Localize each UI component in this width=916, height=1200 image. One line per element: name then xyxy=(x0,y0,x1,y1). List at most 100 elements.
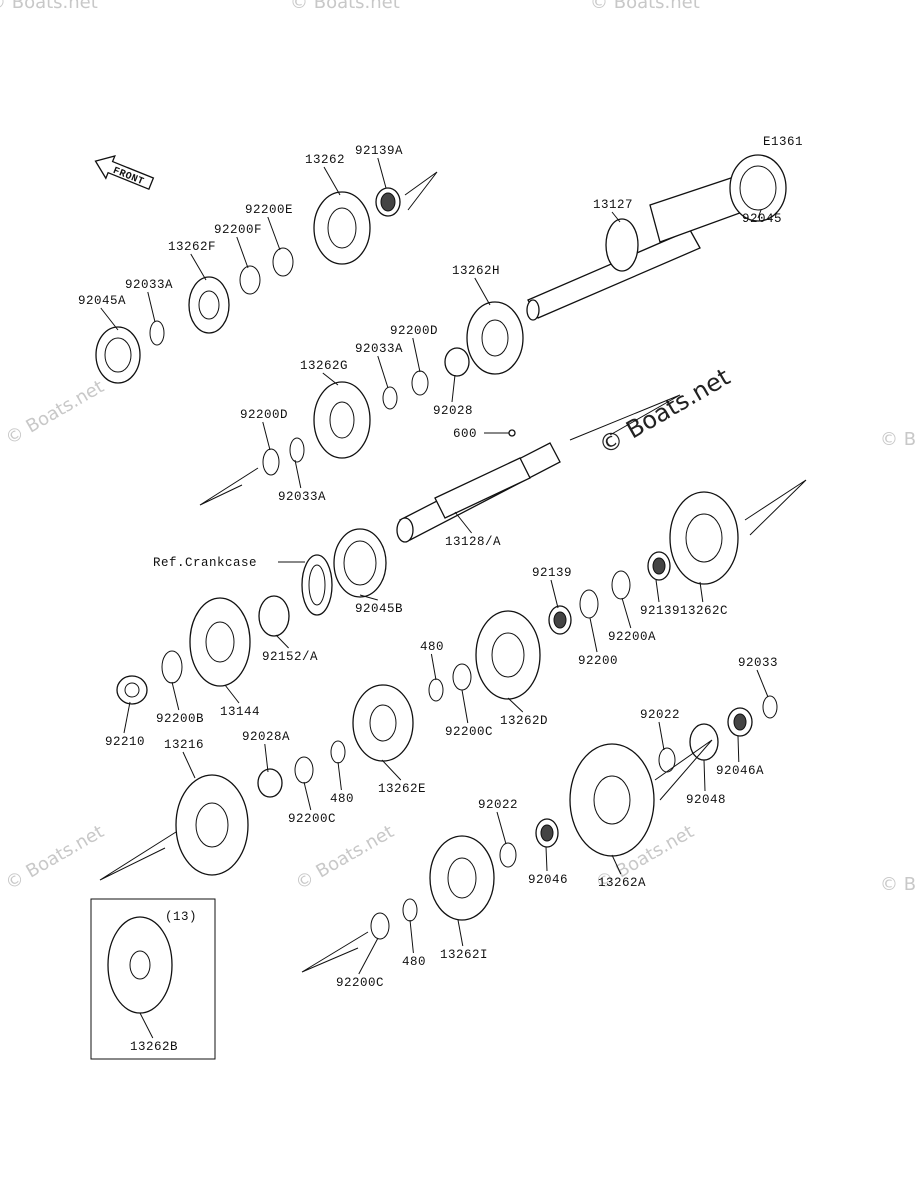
part-label-13144: 13144 xyxy=(220,705,260,719)
axis-line-left xyxy=(99,831,177,881)
leader-line xyxy=(100,307,119,331)
washer-92200D-lower xyxy=(262,448,280,476)
leader-line xyxy=(224,684,240,704)
bearing-92045A xyxy=(95,326,141,384)
part-label-92139a: 92139A xyxy=(355,144,403,158)
circlip-480-mid xyxy=(330,740,346,764)
svg-text:© Boats.net: © Boats.net xyxy=(590,0,700,13)
part-label-92048: 92048 xyxy=(686,793,726,807)
axis-line-shaft xyxy=(569,394,681,441)
washer-92200C-upper xyxy=(452,663,472,691)
leader-line xyxy=(275,634,289,649)
part-label-92200f: 92200F xyxy=(214,223,262,237)
leader-line xyxy=(323,166,341,196)
part-label-92028: 92028 xyxy=(433,404,473,418)
leader-line xyxy=(451,374,456,403)
part-label-92139: 92139 xyxy=(640,604,680,618)
leader-line xyxy=(409,919,414,954)
part-label-92200e: 92200E xyxy=(245,203,293,217)
gear-13262C xyxy=(669,491,739,585)
leader-line xyxy=(461,689,469,724)
leader-line xyxy=(545,846,548,872)
svg-text:© Boats.net: © Boats.net xyxy=(0,0,98,13)
leader-line xyxy=(496,811,507,845)
part-label-13216: 13216 xyxy=(164,738,204,752)
leader-line xyxy=(236,236,249,269)
leader-line xyxy=(294,459,302,489)
sprocket-13144 xyxy=(189,597,251,687)
leader-line xyxy=(262,421,271,451)
gear-13262D xyxy=(475,610,541,700)
washer-92200C-lower xyxy=(370,912,390,940)
leader-line xyxy=(190,253,207,281)
leader-line xyxy=(377,355,389,389)
leader-line xyxy=(147,291,156,323)
bearing-92139-left xyxy=(548,605,572,635)
part-label-13262f: 13262F xyxy=(168,240,216,254)
part-label-92046: 92046 xyxy=(528,873,568,887)
ref-crankcase-note: Ref.Crankcase xyxy=(153,556,257,570)
part-label-92022: 92022 xyxy=(478,798,518,812)
leader-line xyxy=(303,781,312,811)
part-label-13262i: 13262I xyxy=(440,948,488,962)
washer-92022-right xyxy=(658,747,676,773)
gear-13262B xyxy=(107,916,173,1014)
axis-line-lower-right xyxy=(654,739,713,801)
part-label-480: 480 xyxy=(402,955,426,969)
part-label-13262: 13262 xyxy=(305,153,345,167)
shaft-13128A xyxy=(396,442,561,543)
leader-line xyxy=(381,759,402,781)
svg-text:© Boats.net: © Boats.net xyxy=(880,874,916,895)
leader-line xyxy=(699,581,704,603)
part-label-13262a: 13262A xyxy=(598,876,646,890)
circlip-92033A-low xyxy=(289,437,305,463)
leader-line xyxy=(621,597,632,629)
part-label-13128a: 13128/A xyxy=(445,535,501,549)
leader-line xyxy=(589,617,598,653)
leader-line xyxy=(123,701,131,734)
part-label-92028a: 92028A xyxy=(242,730,290,744)
part-label-92046a: 92046A xyxy=(716,764,764,778)
leader-line xyxy=(658,721,665,751)
part-label-13262h: 13262H xyxy=(452,264,500,278)
part-label-92033a: 92033A xyxy=(355,342,403,356)
leader-line xyxy=(171,681,180,711)
part-label-92033a: 92033A xyxy=(278,490,326,504)
part-label-92022: 92022 xyxy=(640,708,680,722)
axis-line-right xyxy=(744,479,807,536)
bearing-92046 xyxy=(535,818,559,848)
bearing-92139A xyxy=(375,187,401,217)
svg-text:© Boats.net: © Boats.net xyxy=(2,821,108,894)
part-label-600: 600 xyxy=(453,427,477,441)
leader-line xyxy=(611,854,622,875)
leader-line xyxy=(457,919,464,947)
shaft-13127 xyxy=(526,174,749,321)
part-label-92210: 92210 xyxy=(105,735,145,749)
part-label-480: 480 xyxy=(330,792,354,806)
watermark-main: © Boats.net xyxy=(594,363,735,460)
bearing-92045 xyxy=(729,154,787,222)
leader-line xyxy=(139,1012,154,1039)
leader-line xyxy=(337,761,342,791)
gear-13262G xyxy=(313,381,371,459)
leader-line xyxy=(756,669,769,698)
part-labels: 92045A92033A13262F92200F92200E1326292139… xyxy=(78,144,782,1054)
part-label-92139: 92139 xyxy=(532,566,572,580)
gear-13262H xyxy=(466,301,524,375)
leader-line xyxy=(358,937,379,975)
svg-text:© Boats.net: © Boats.net xyxy=(292,821,398,894)
part-label-92200d: 92200D xyxy=(390,324,438,338)
washer-92200A xyxy=(611,570,631,600)
svg-text:© Boats.net: © Boats.net xyxy=(2,376,108,449)
part-label-92045: 92045 xyxy=(742,212,782,226)
washer-92200E xyxy=(272,247,294,277)
leader-line xyxy=(737,735,740,763)
part-label-13127: 13127 xyxy=(593,198,633,212)
part-label-13262e: 13262E xyxy=(378,782,426,796)
part-label-92152a: 92152/A xyxy=(262,650,318,664)
collar-92048 xyxy=(689,723,719,761)
oil-seal xyxy=(301,554,333,616)
leader-line xyxy=(264,743,269,773)
gear-13216 xyxy=(175,774,249,876)
